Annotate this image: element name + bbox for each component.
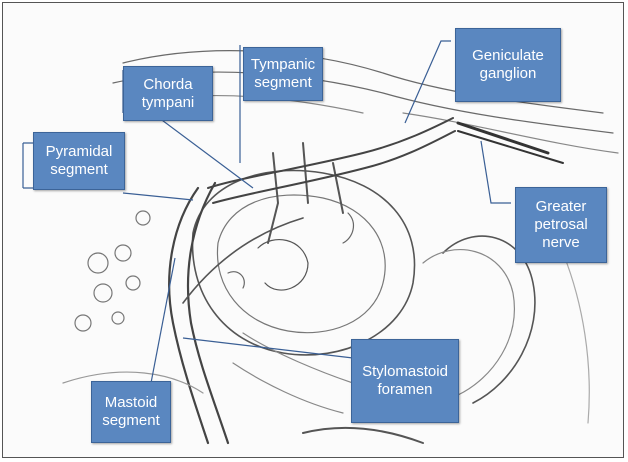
- label-pyramidal-segment: Pyramidal segment: [33, 132, 125, 190]
- label-mastoid-segment: Mastoid segment: [91, 381, 171, 443]
- label-chorda-tympani: Chorda tympani: [123, 66, 213, 121]
- label-tympanic-segment: Tympanic segment: [243, 47, 323, 101]
- figure-frame: Chorda tympani Tympanic segment Genicula…: [2, 2, 624, 458]
- label-geniculate-ganglion: Geniculate ganglion: [455, 28, 561, 102]
- label-greater-petrosal-nerve: Greater petrosal nerve: [515, 187, 607, 263]
- label-stylomastoid-foramen: Stylomastoid foramen: [351, 339, 459, 423]
